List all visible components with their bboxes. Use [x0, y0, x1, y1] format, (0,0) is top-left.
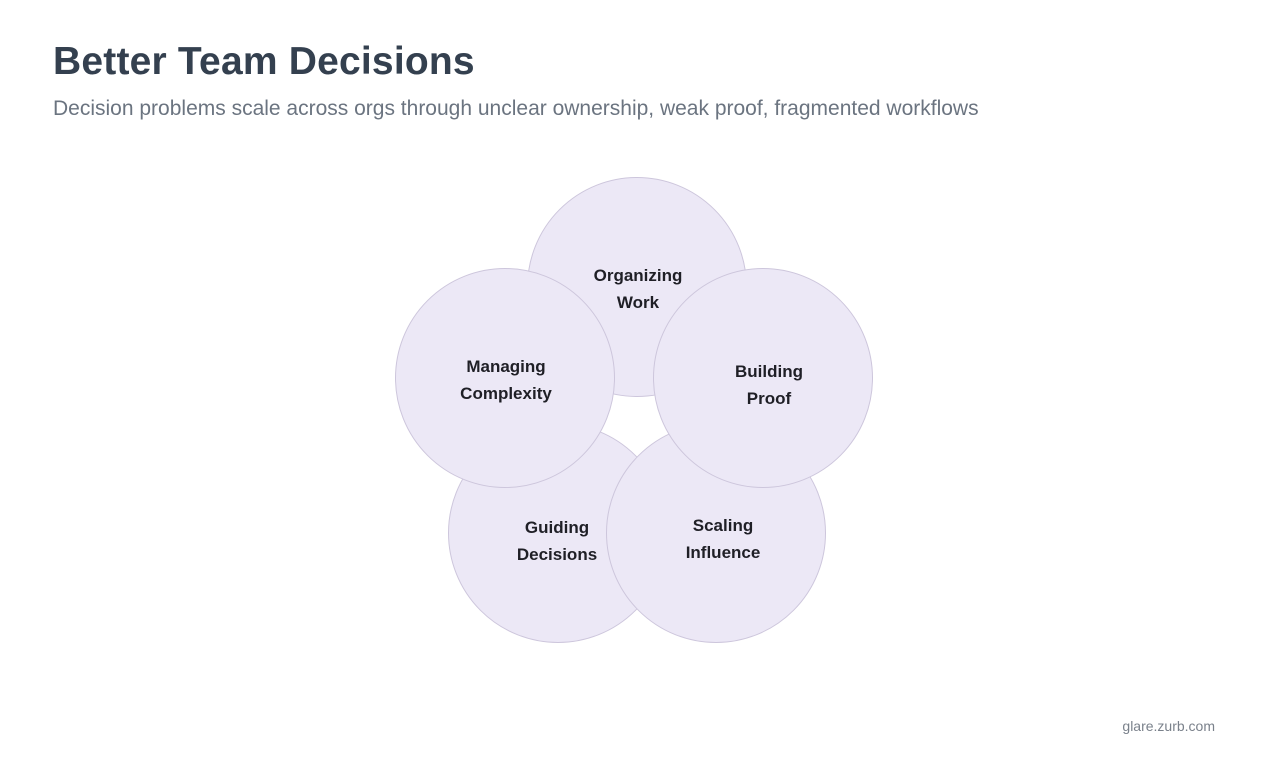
label-line: Influence	[685, 543, 761, 562]
label-guiding-decisions: Guiding Decisions	[467, 514, 647, 568]
label-line: Building	[735, 362, 803, 381]
label-line: Proof	[746, 389, 792, 408]
label-line: Managing	[466, 357, 546, 376]
label-line: Decisions	[516, 545, 598, 564]
label-scaling-influence: Scaling Influence	[633, 512, 813, 566]
label-building-proof: Building Proof	[679, 358, 859, 412]
page-title: Better Team Decisions	[53, 40, 475, 83]
source-link[interactable]: glare.zurb.com	[1122, 718, 1215, 734]
circle-building-proof	[653, 268, 873, 488]
label-line: Organizing	[593, 266, 683, 285]
label-line: Guiding	[524, 518, 590, 537]
page-subtitle: Decision problems scale across orgs thro…	[53, 97, 979, 120]
label-line: Scaling	[692, 516, 754, 535]
label-line: Work	[616, 293, 660, 312]
label-organizing-work: Organizing Work	[548, 262, 728, 316]
label-line: Complexity	[460, 384, 552, 403]
label-managing-complexity: Managing Complexity	[416, 353, 596, 407]
circle-managing-complexity	[395, 268, 615, 488]
